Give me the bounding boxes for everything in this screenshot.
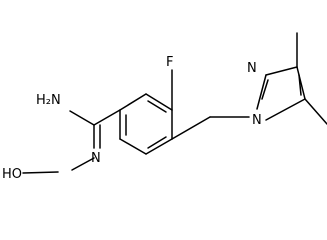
fluorine-label: F bbox=[166, 55, 173, 70]
pyrazole-n1-label: N bbox=[252, 113, 262, 128]
oxime-nitrogen-label: N bbox=[91, 151, 101, 166]
chemical-structure: H₂N F N N N HO bbox=[2, 32, 327, 182]
benzene-ring bbox=[119, 93, 173, 155]
oxime-bond bbox=[22, 171, 59, 174]
pyrazole-ring bbox=[256, 66, 306, 121]
methyl-5 bbox=[304, 98, 327, 125]
methylene-linker bbox=[171, 116, 250, 140]
amidoxime-group bbox=[69, 109, 121, 171]
pyrazole-n2-label: N bbox=[247, 61, 257, 76]
hydroxyl-label: HO bbox=[2, 167, 22, 182]
atom-labels: H₂N F N N N HO bbox=[2, 55, 262, 182]
amidine-nitrogen-label: H₂N bbox=[36, 93, 61, 108]
